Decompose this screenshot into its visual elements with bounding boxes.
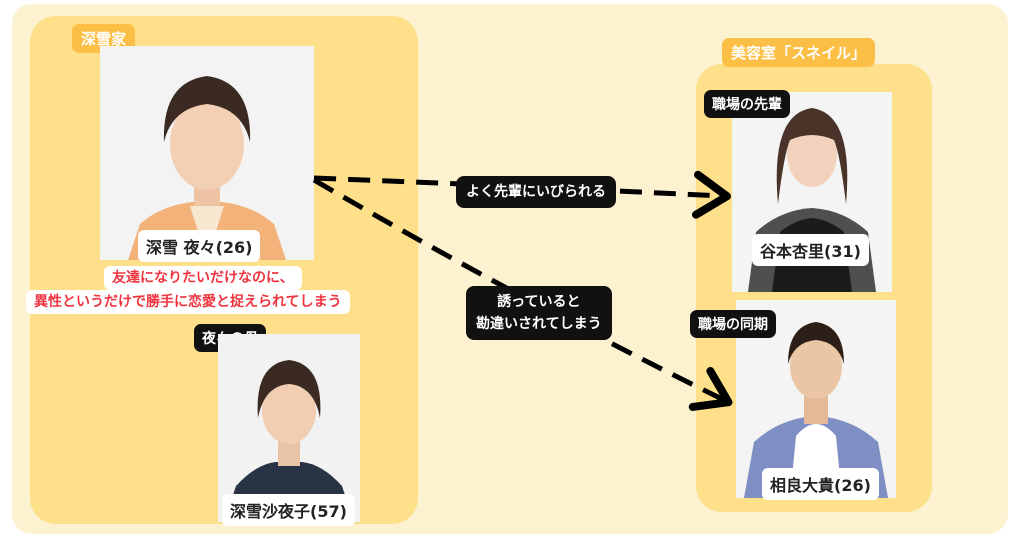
senior-name: 谷本杏里(31) <box>752 234 869 266</box>
mother-name: 深雪沙夜子(57) <box>222 494 355 526</box>
misunderstood-label-line2: 勘違いされてしまう <box>476 316 602 332</box>
peer-name: 相良大貴(26) <box>762 468 879 500</box>
mother-photo <box>218 334 360 522</box>
protagonist-note-line2: 異性というだけで勝手に恋愛と捉えられてしまう <box>26 290 350 314</box>
protagonist-name: 深雪 夜々(26) <box>138 230 261 262</box>
bullied-label: よく先輩にいびられる <box>456 176 616 208</box>
salon-group-label: 美容室「スネイル」 <box>722 38 876 67</box>
senior-role-tag: 職場の先輩 <box>704 90 790 118</box>
protagonist-note-line1: 友達になりたいだけなのに、 <box>104 266 302 290</box>
peer-role-tag: 職場の同期 <box>690 310 776 338</box>
misunderstood-label: 誘っていると 勘違いされてしまう <box>466 286 612 340</box>
misunderstood-label-line1: 誘っていると <box>497 294 581 310</box>
